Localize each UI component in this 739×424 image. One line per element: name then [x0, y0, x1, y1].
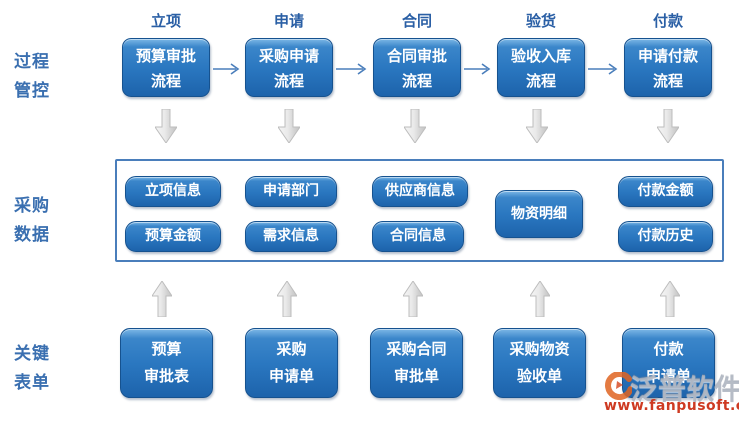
watermark: 泛普软件 www.fanpusoft.com — [598, 364, 739, 422]
watermark-url: www.fanpusoft.com — [604, 398, 739, 414]
flow-right-arrow-icon — [463, 61, 495, 80]
form-box-purchase-request: 采购 申请单 — [245, 328, 338, 398]
flow-up-arrow-icon — [151, 280, 173, 321]
flow-down-arrow-icon — [525, 108, 549, 147]
form-box-material-acceptance: 采购物资 验收单 — [493, 328, 586, 398]
data-box-material-detail: 物资明细 — [495, 190, 583, 238]
stage-header-payment: 付款 — [652, 12, 683, 30]
flow-up-arrow-icon — [529, 280, 551, 321]
stage-header-initiation: 立项 — [150, 12, 181, 30]
flow-up-arrow-icon — [659, 280, 681, 321]
flow-right-arrow-icon — [335, 61, 371, 80]
fanpu-logo-icon — [604, 371, 634, 404]
data-box-payment-history: 付款历史 — [618, 221, 713, 252]
flow-right-arrow-icon — [587, 61, 622, 80]
form-box-contract-approval: 采购合同 审批单 — [370, 328, 463, 398]
process-box-receiving-warehousing: 验收入库 流程 — [497, 38, 585, 97]
flow-right-arrow-icon — [212, 61, 244, 80]
flow-down-arrow-icon — [154, 108, 178, 147]
process-box-payment-request: 申请付款 流程 — [624, 38, 712, 97]
stage-header-contract: 合同 — [401, 12, 432, 30]
flow-down-arrow-icon — [403, 108, 427, 147]
process-box-contract-approval: 合同审批 流程 — [373, 38, 461, 97]
flow-down-arrow-icon — [656, 108, 680, 147]
data-box-supplier-info: 供应商信息 — [372, 176, 468, 207]
process-box-budget-approval: 预算审批 流程 — [122, 38, 210, 97]
row-label-key-forms: 关键 表单 — [14, 344, 50, 393]
row-label-process-control: 过程 管控 — [14, 52, 50, 101]
flow-down-arrow-icon — [277, 108, 301, 147]
stage-header-inspection: 验货 — [525, 12, 556, 30]
data-box-contract-info: 合同信息 — [372, 221, 464, 252]
form-box-payment-request: 付款 申请单 — [622, 328, 715, 398]
form-box-budget-approval: 预算 审批表 — [120, 328, 213, 398]
flow-up-arrow-icon — [276, 280, 298, 321]
process-box-purchase-request: 采购申请 流程 — [245, 38, 333, 97]
data-box-demand-info: 需求信息 — [245, 221, 337, 252]
flow-up-arrow-icon — [402, 280, 424, 321]
data-box-project-info: 立项信息 — [125, 176, 221, 207]
stage-header-request: 申请 — [273, 12, 304, 30]
data-box-payment-amount: 付款金额 — [618, 176, 713, 207]
data-box-request-dept: 申请部门 — [245, 176, 337, 207]
data-box-budget-amount: 预算金额 — [125, 221, 221, 252]
procurement-data-container — [115, 159, 724, 262]
row-label-procurement-data: 采购 数据 — [14, 196, 50, 245]
watermark-brand: 泛普软件 — [630, 373, 739, 406]
